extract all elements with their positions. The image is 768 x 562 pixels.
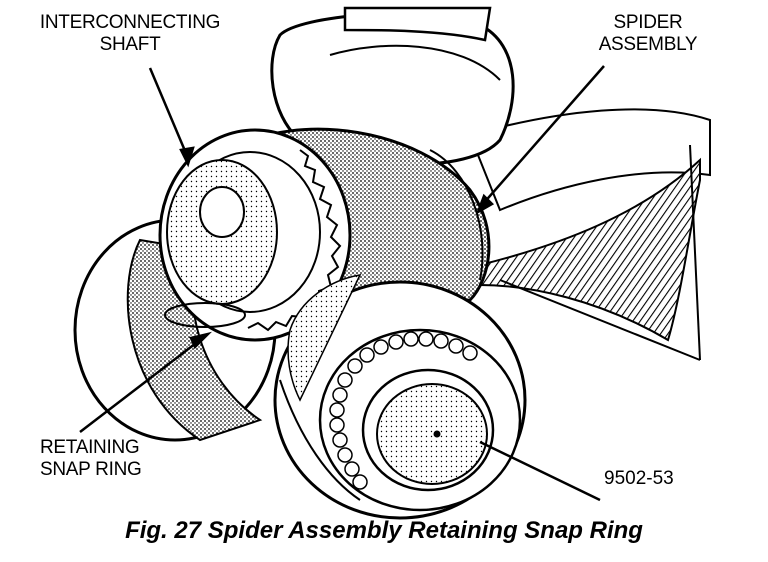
- leader-lines: [79, 65, 605, 502]
- retaining-snap-ring-label-line1: RETAINING: [40, 437, 140, 458]
- interconnecting-shaft-label: INTERCONNECTING SHAFT: [30, 12, 230, 56]
- shaft-end: [158, 128, 352, 342]
- interconnecting-shaft-label-line1: INTERCONNECTING: [39, 12, 221, 33]
- spider-assembly-label: SPIDER ASSEMBLY: [588, 12, 708, 56]
- spider-assembly-label-line1: SPIDER: [613, 12, 683, 33]
- top-roller: [270, 6, 515, 166]
- interconnecting-shaft-label-line2: SHAFT: [99, 34, 161, 55]
- retaining-snap-ring-label-line2: SNAP RING: [40, 459, 142, 480]
- figure-code: 9502-53: [604, 468, 674, 489]
- housing: [468, 108, 711, 361]
- front-roller: [273, 274, 527, 520]
- figure-caption: Fig. 27 Spider Assembly Retaining Snap R…: [125, 517, 643, 544]
- spider-assembly-label-line2: ASSEMBLY: [598, 34, 698, 55]
- retaining-snap-ring-label: RETAINING SNAP RING: [40, 437, 170, 481]
